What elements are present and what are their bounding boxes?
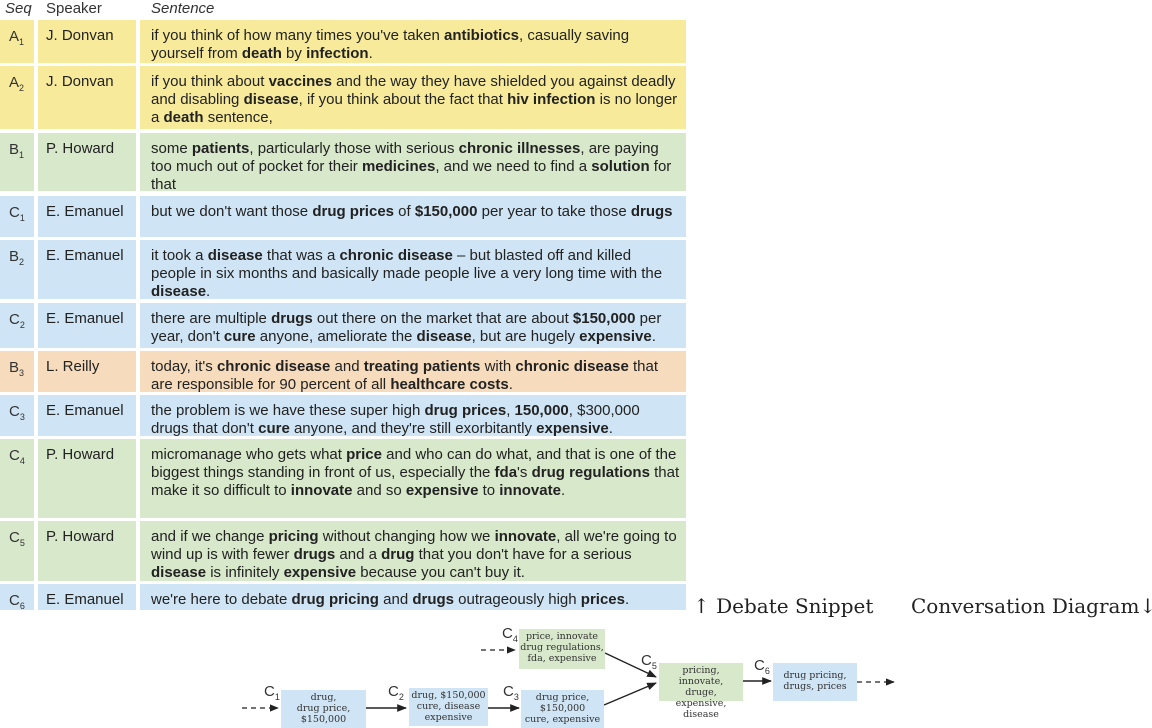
edge-c3-c5 [603,682,657,706]
sentence-cell: micromanage who gets what price and who … [140,439,686,518]
node-text-line: drug price, [296,703,351,714]
speaker-cell: E. Emanuel [38,395,136,436]
sentence-cell: some patients, particularly those with s… [140,133,686,193]
speaker-cell: P. Howard [38,133,136,191]
node-text-line: drug, $150,000 [411,690,486,701]
sentence-cell: it took a disease that was a chronic dis… [140,240,686,300]
node-text-line: drug regulations, [520,642,604,653]
seq-cell: C5 [0,521,34,581]
diagram-node-label: C6 [754,657,770,676]
node-text-line: pricing, innovate, [678,665,724,687]
seq-cell: C2 [0,303,34,348]
sentence-cell: if you think about vaccines and the way … [140,66,686,129]
node-text-line: drug pricing, [783,670,847,681]
sentence-header: Sentence [151,0,215,17]
seq-cell: B3 [0,351,34,392]
seq-cell: A1 [0,20,34,63]
node-text-line: cure, expensive [524,714,601,725]
node-text-line: $150,000 [300,714,347,725]
node-text-line: price, innovate [525,631,599,642]
node-text-line: drug, [310,692,337,703]
speaker-cell: E. Emanuel [38,240,136,299]
diagram-node-label: C3 [503,683,519,702]
node-text-line: fda, expensive [527,653,597,664]
speaker-cell: E. Emanuel [38,584,136,610]
node-text-line: expensive [424,712,473,723]
seq-cell: C1 [0,196,34,237]
diagram-node-label: C5 [641,652,657,671]
seq-cell: C6 [0,584,34,611]
diagram-node-label: C4 [502,625,518,644]
sentence-cell: there are multiple drugs out there on th… [140,303,686,348]
node-text-line: druge, expensive, [675,687,727,709]
edge-c4-c5 [604,652,657,678]
seq-cell: C3 [0,395,34,436]
speaker-cell: J. Donvan [38,20,136,63]
sentence-cell: today, it's chronic disease and treating… [140,351,686,393]
speaker-cell: E. Emanuel [38,196,136,237]
node-text-line: $150,000 [539,703,586,714]
node-text-line: cure, disease [416,701,481,712]
seq-header: Seq [5,0,32,17]
seq-cell: B2 [0,240,34,299]
speaker-cell: E. Emanuel [38,303,136,348]
speaker-cell: P. Howard [38,439,136,518]
speaker-header: Speaker [46,0,102,17]
diagram-node-c6: drug pricing,drugs, prices [773,663,857,701]
speaker-cell: P. Howard [38,521,136,581]
diagram-node-c1: drug,drug price,$150,000 [281,690,366,728]
sentence-cell: we're here to debate drug pricing and dr… [140,584,686,610]
node-text-line: drug price, [535,692,590,703]
diagram-node-label: C1 [264,683,280,702]
diagram-node-label: C2 [388,683,404,702]
sentence-cell: the problem is we have these super high … [140,395,686,437]
speaker-cell: L. Reilly [38,351,136,392]
seq-cell: B1 [0,133,34,191]
seq-cell: C4 [0,439,34,518]
sentence-cell: but we don't want those drug prices of $… [140,196,686,237]
debate-snippet-caption: ↑ Debate Snippet [693,594,874,618]
node-text-line: drugs, prices [783,681,847,692]
node-text-line: disease [683,709,719,720]
sentence-cell: and if we change pricing without changin… [140,521,686,581]
sentence-cell: if you think of how many times you've ta… [140,20,686,63]
seq-cell: A2 [0,66,34,129]
diagram-node-c5: pricing, innovate,druge, expensive,disea… [659,663,743,720]
conversation-diagram-caption: Conversation Diagram↓ [911,594,1152,618]
speaker-cell: J. Donvan [38,66,136,129]
